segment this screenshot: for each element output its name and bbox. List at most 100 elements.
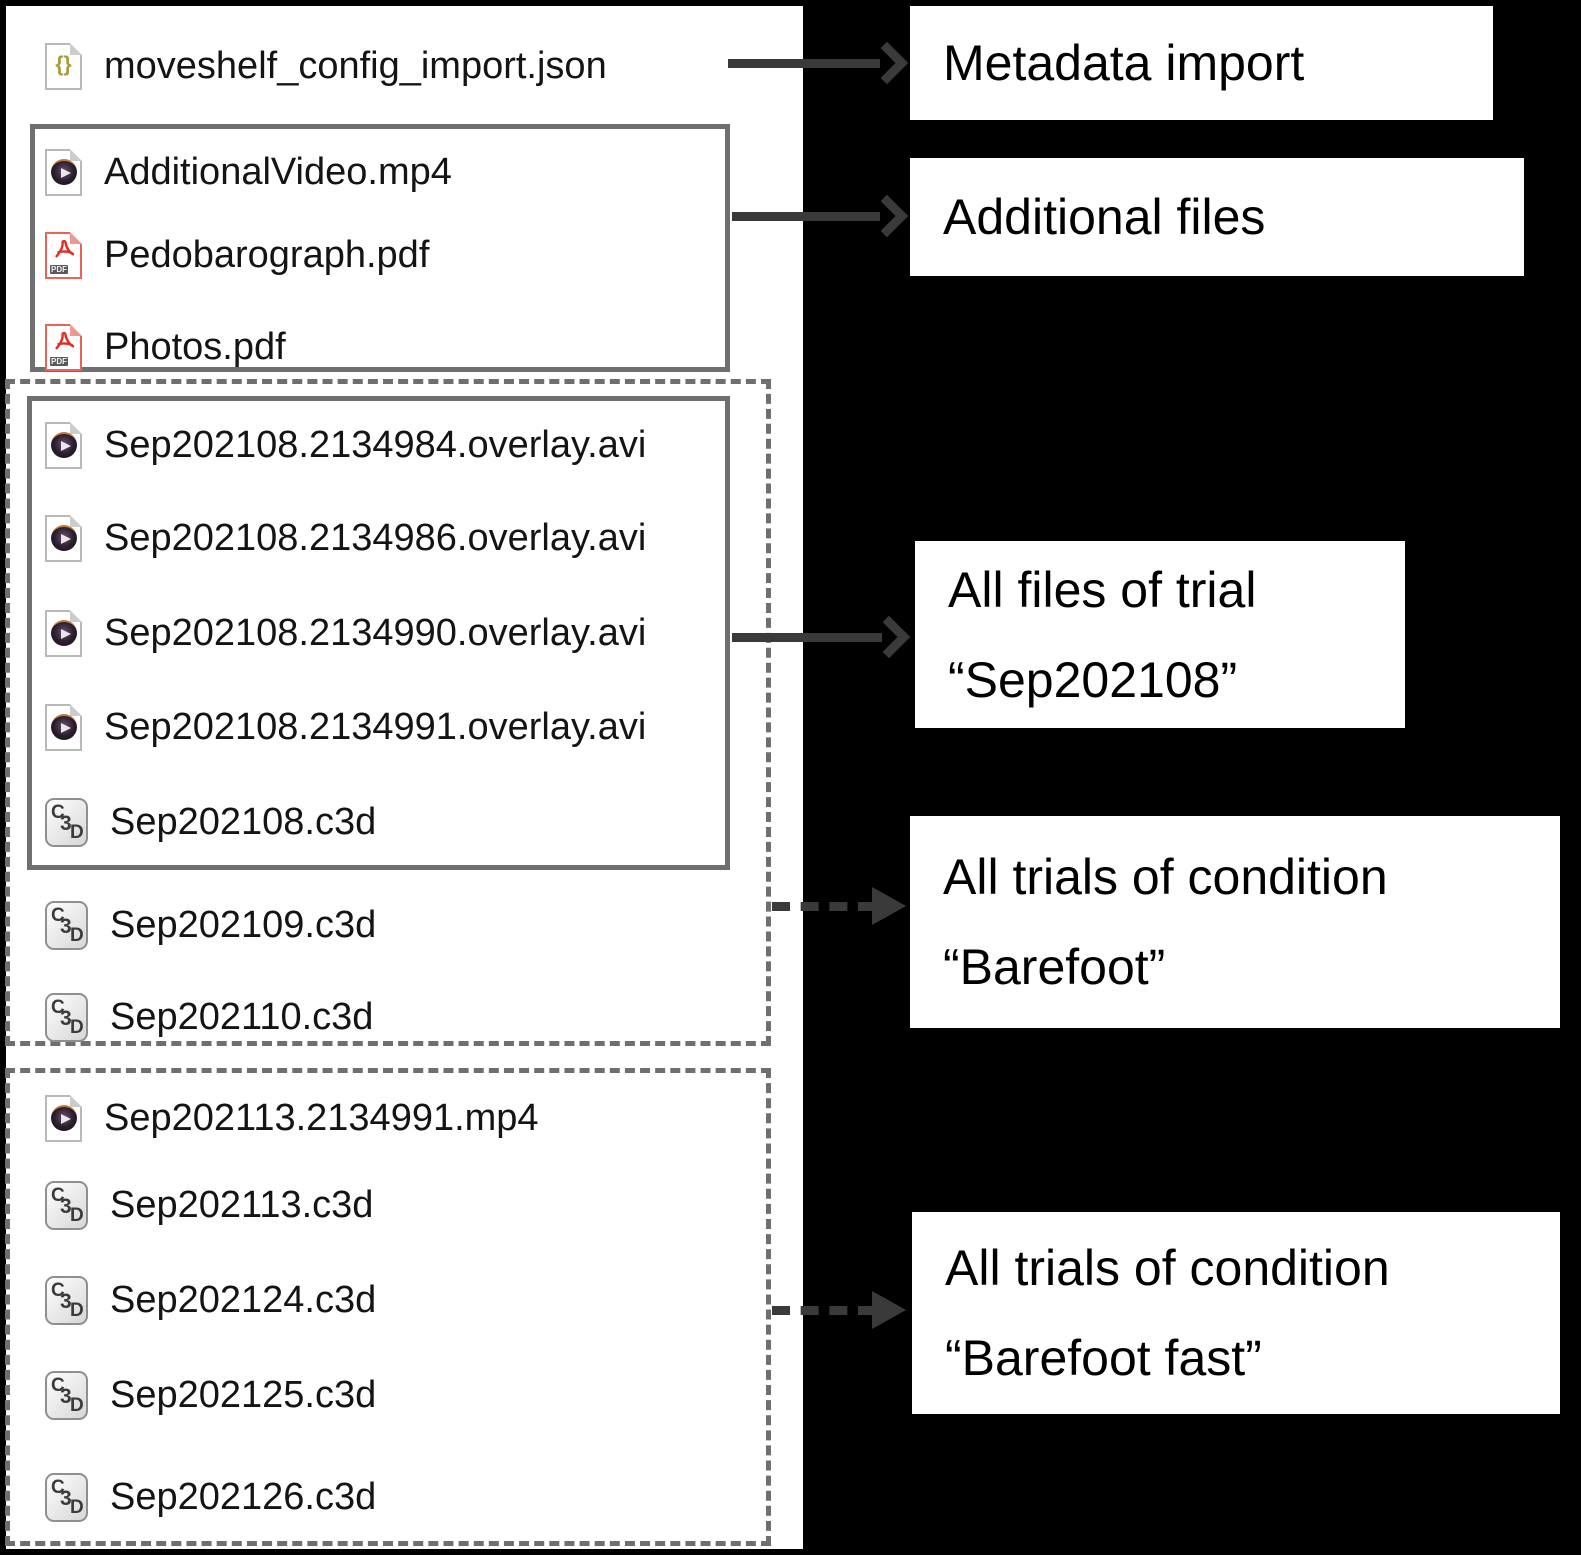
file-name: Sep202113.c3d <box>110 1183 374 1226</box>
annotation-text: “Barefoot fast” <box>945 1330 1262 1386</box>
arrow-shaft <box>732 212 880 221</box>
arrow-head-icon <box>867 615 911 659</box>
page-fold <box>70 421 82 434</box>
file-row[interactable]: PDF Photos.pdf <box>45 317 286 377</box>
json-braces-glyph: {} <box>55 52 72 76</box>
arrow-head-icon <box>865 194 909 238</box>
file-row[interactable]: Sep202113.2134991.mp4 <box>45 1088 539 1148</box>
json-file-icon: {} <box>45 42 82 90</box>
page-fold <box>70 609 82 622</box>
pdf-badge: PDF <box>50 356 68 366</box>
video-file-icon <box>45 609 82 657</box>
annotation-metadata-import: Metadata import <box>910 6 1493 120</box>
annotation-condition-barefoot-fast: All trials of condition “Barefoot fast” <box>912 1212 1560 1414</box>
file-name: Pedobarograph.pdf <box>104 233 430 276</box>
video-disc <box>51 431 77 458</box>
annotation-condition-barefoot: All trials of condition “Barefoot” <box>910 816 1560 1028</box>
page-fold <box>70 323 82 336</box>
file-row[interactable]: AdditionalVideo.mp4 <box>45 142 452 202</box>
video-file-icon <box>45 421 82 469</box>
arrow-head-icon <box>872 887 906 925</box>
video-file-icon <box>45 514 82 562</box>
pdf-file-icon: PDF <box>45 231 82 279</box>
play-icon <box>61 440 71 451</box>
annotation-text: All trials of condition <box>945 1240 1390 1296</box>
barefoot-fast-condition-group-box <box>5 1068 771 1546</box>
trial-sep202108-group-box <box>27 396 730 870</box>
play-icon <box>61 628 71 639</box>
file-row[interactable]: Sep202108.2134990.overlay.avi <box>45 603 646 663</box>
page-fold <box>70 1094 82 1107</box>
file-row[interactable]: PDF Pedobarograph.pdf <box>45 225 429 285</box>
file-name: Sep202125.c3d <box>110 1373 377 1416</box>
file-list-panel <box>6 6 803 1549</box>
video-file-icon <box>45 148 82 196</box>
file-name: Sep202108.c3d <box>110 800 377 843</box>
file-row[interactable]: Sep202108.2134984.overlay.avi <box>45 415 646 475</box>
page-fold <box>70 231 82 244</box>
play-icon <box>61 167 71 178</box>
barefoot-condition-group-box <box>5 379 771 1046</box>
annotation-trial-sep202108: All files of trial “Sep202108” <box>915 541 1405 728</box>
file-name: Sep202110.c3d <box>110 995 374 1038</box>
annotation-text: “Sep202108” <box>948 651 1238 708</box>
file-name: Sep202113.2134991.mp4 <box>104 1096 539 1139</box>
play-icon <box>61 1113 71 1124</box>
annotation-additional-files: Additional files <box>910 158 1524 276</box>
arrow-shaft <box>728 59 880 68</box>
file-row[interactable]: Sep202108.2134991.overlay.avi <box>45 697 646 757</box>
file-name: Sep202108.2134990.overlay.avi <box>104 611 647 654</box>
file-name: AdditionalVideo.mp4 <box>104 150 452 193</box>
arrow-head-icon <box>872 1291 906 1329</box>
acrobat-glyph <box>55 239 75 258</box>
file-row[interactable]: Sep202108.2134986.overlay.avi <box>45 508 646 568</box>
file-name: Sep202109.c3d <box>110 903 377 946</box>
video-disc <box>51 524 77 551</box>
play-icon <box>61 722 71 733</box>
file-name: moveshelf_config_import.json <box>104 44 607 87</box>
arrow-shaft <box>732 633 882 642</box>
file-row[interactable]: {} moveshelf_config_import.json <box>45 36 607 96</box>
video-disc <box>51 713 77 740</box>
file-name: Sep202124.c3d <box>110 1278 377 1321</box>
file-name: Sep202108.2134986.overlay.avi <box>104 516 647 559</box>
file-name: Sep202108.2134991.overlay.avi <box>104 705 647 748</box>
acrobat-glyph <box>55 331 75 350</box>
file-name: Photos.pdf <box>104 325 286 368</box>
pdf-file-icon: PDF <box>45 323 82 371</box>
video-disc <box>51 158 77 185</box>
arrow-shaft <box>772 902 876 911</box>
arrow-shaft <box>772 1306 876 1315</box>
annotation-text: Additional files <box>943 189 1266 245</box>
annotation-text: Metadata import <box>943 35 1305 91</box>
annotation-text: All trials of condition <box>943 849 1388 905</box>
video-disc <box>51 619 77 646</box>
file-name: Sep202108.2134984.overlay.avi <box>104 423 647 466</box>
page-fold <box>70 514 82 527</box>
play-icon <box>61 533 71 544</box>
page-fold <box>70 148 82 161</box>
annotation-text: “Barefoot” <box>943 939 1166 995</box>
page-fold <box>70 42 82 55</box>
file-name: Sep202126.c3d <box>110 1475 377 1518</box>
page-fold <box>70 703 82 716</box>
arrow-head-icon <box>865 41 909 85</box>
video-file-icon <box>45 703 82 751</box>
video-file-icon <box>45 1094 82 1142</box>
pdf-badge: PDF <box>50 264 68 274</box>
